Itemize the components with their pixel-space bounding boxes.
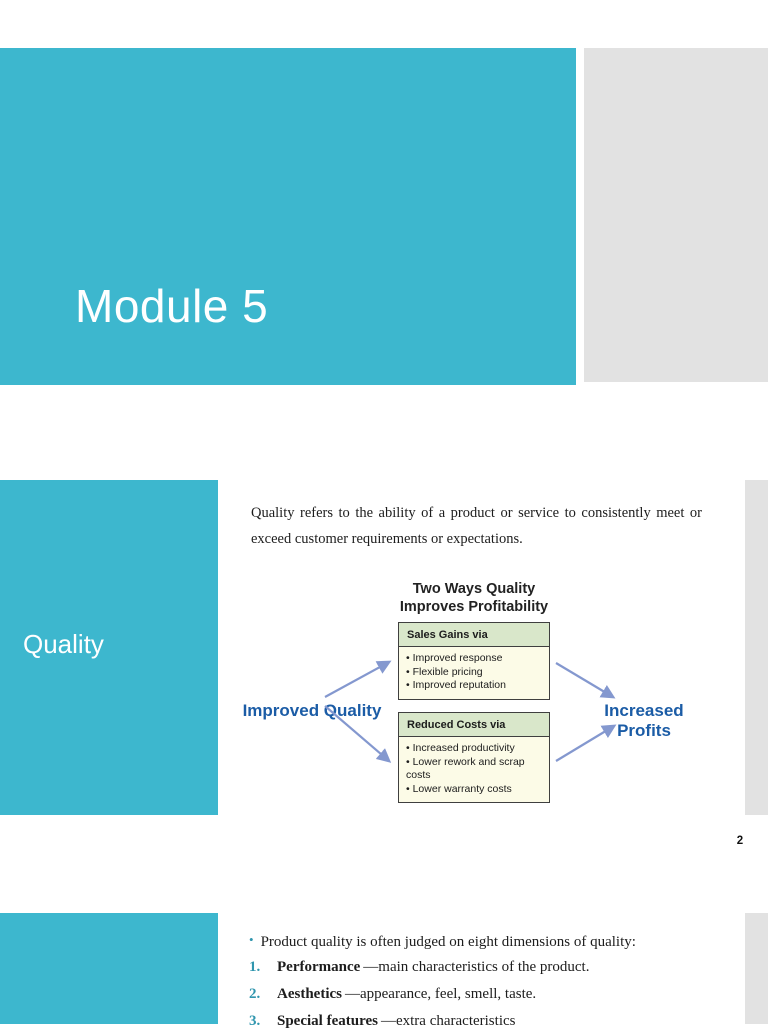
slide3-intro-text: Product quality is often judged on eight… [260, 934, 636, 950]
diagram-box-reduced-costs-list: Increased productivity Lower rework and … [399, 737, 549, 802]
diagram-box-sales-gains: Sales Gains via Improved response Flexib… [398, 622, 550, 700]
list-item: Lower rework and scrap costs [406, 756, 545, 783]
arrow-quality-to-sales [324, 660, 392, 698]
list-term: Aesthetics [277, 986, 342, 1002]
slide3-list-item-3: 3. Special features—extra characteristics [249, 1013, 729, 1030]
list-item: Flexible pricing [406, 666, 545, 680]
list-number: 3. [249, 1013, 261, 1029]
diagram-box-sales-gains-list: Improved response Flexible pricing Impro… [399, 647, 549, 699]
diagram-label-increased-profits: Increased Profits [604, 701, 684, 740]
list-number: 2. [249, 986, 261, 1002]
page-number: 2 [736, 835, 744, 847]
slide1-next-page-edge [584, 48, 768, 382]
slide3-sidebar [0, 913, 218, 1024]
list-item: Lower warranty costs [406, 783, 545, 797]
diagram-title: Two Ways Quality Improves Profitability [378, 580, 570, 616]
slide2-sidebar-title: Quality [23, 629, 104, 659]
slide2-definition-paragraph: Quality refers to the ability of a produ… [251, 505, 702, 547]
list-description: —appearance, feel, smell, taste. [344, 986, 537, 1002]
list-number: 1. [249, 959, 261, 975]
slide3-list-item-2: 2. Aesthetics—appearance, feel, smell, ta… [249, 986, 729, 1003]
diagram-box-reduced-costs-header: Reduced Costs via [399, 713, 549, 737]
slide1-title: Module 5 [75, 280, 269, 332]
list-item: Improved reputation [406, 679, 545, 693]
slide3-page-edge [745, 913, 768, 1024]
list-description: —extra characteristics [380, 1013, 516, 1029]
diagram-title-line2: Improves Profitability [399, 599, 549, 615]
bullet-dot-icon: • [249, 932, 254, 947]
list-term: Special features [277, 1013, 378, 1029]
diagram-title-line1: Two Ways Quality [412, 581, 536, 597]
list-item: Improved response [406, 652, 545, 666]
diagram-box-reduced-costs: Reduced Costs via Increased productivity… [398, 712, 550, 803]
slide2-page-edge [745, 480, 768, 815]
list-item: Increased productivity [406, 742, 545, 756]
slide3-intro-bullet: • Product quality is often judged on eigh… [249, 932, 719, 951]
arrow-sales-to-profits [555, 662, 616, 699]
slide1-title-page: Module 5 [0, 48, 576, 385]
slide3-list-item-1: 1. Performance—main characteristics of th… [249, 959, 729, 976]
diagram-label-improved-quality: Improved Quality [242, 701, 382, 720]
list-description: —main characteristics of the product. [363, 959, 590, 975]
diagram-box-sales-gains-header: Sales Gains via [399, 623, 549, 647]
slide2-sidebar [0, 480, 218, 815]
list-term: Performance [277, 959, 361, 975]
